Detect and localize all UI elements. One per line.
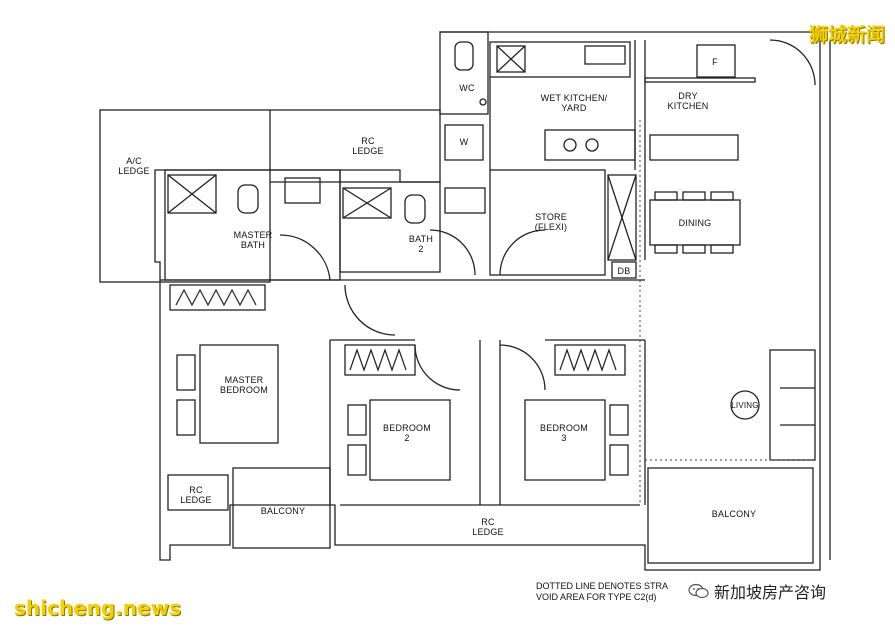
bedroom3-label: BEDROOM 3 bbox=[540, 423, 588, 443]
rc-ledge-top-label: RC LEDGE bbox=[352, 136, 384, 156]
rc-ledge-left bbox=[167, 474, 229, 511]
bedroom3-wardrobe bbox=[554, 344, 626, 376]
balcony-right-label: BALCONY bbox=[711, 509, 757, 519]
hob bbox=[544, 129, 636, 161]
dining-label: DINING bbox=[678, 218, 712, 228]
bedroom2-bed bbox=[369, 399, 451, 481]
living-label: LIVING bbox=[731, 401, 759, 410]
rc-ledge-bottom-label: RC LEDGE bbox=[472, 517, 504, 537]
wc-toilet bbox=[454, 41, 474, 71]
balcony-left bbox=[232, 467, 331, 549]
fridge-box bbox=[696, 44, 736, 78]
fridge-label: F bbox=[712, 57, 718, 67]
balcony-right bbox=[647, 467, 814, 564]
watermark-bottom: shicheng.news bbox=[14, 596, 181, 620]
db-label: DB bbox=[617, 266, 631, 276]
island-counter bbox=[649, 134, 739, 161]
wechat-badge: 新加坡房产咨询 bbox=[686, 579, 829, 603]
bedroom2-label: BEDROOM 2 bbox=[383, 423, 431, 443]
wechat-label: 新加坡房产咨询 bbox=[714, 583, 827, 602]
master-bed bbox=[199, 344, 279, 444]
wet-kitchen-label: WET KITCHEN/ YARD bbox=[540, 93, 608, 113]
sofa bbox=[769, 349, 816, 461]
bath2-room bbox=[339, 181, 441, 273]
wc-label: WC bbox=[459, 83, 475, 93]
ac-ledge-label: A/C LEDGE bbox=[118, 156, 150, 176]
washer bbox=[444, 124, 484, 161]
watermark-top: 狮城新闻 bbox=[808, 24, 885, 46]
store-label: STORE (FLEXI) bbox=[534, 212, 568, 232]
bedroom3-bed bbox=[524, 399, 606, 481]
outer-wall bbox=[154, 31, 821, 571]
master-bedroom-label: MASTER BEDROOM bbox=[220, 375, 268, 395]
dry-kitchen-label: DRY KITCHEN bbox=[667, 91, 709, 111]
master-bath-label: MASTER BATH bbox=[233, 230, 273, 250]
master-wardrobe bbox=[169, 284, 266, 311]
wet-kitchen-counter bbox=[489, 41, 631, 78]
store-room bbox=[489, 169, 606, 276]
balcony-left-label: BALCONY bbox=[260, 506, 306, 516]
wc-room bbox=[439, 31, 489, 115]
bath2-label: BATH 2 bbox=[408, 234, 434, 254]
wechat-icon bbox=[688, 583, 709, 599]
rc-ledge-left-label: RC LEDGE bbox=[180, 485, 212, 505]
ac-ledge-outline bbox=[99, 109, 271, 283]
master-bath-room bbox=[164, 169, 341, 281]
void-area-note: DOTTED LINE DENOTES STRA VOID AREA FOR T… bbox=[536, 581, 669, 602]
washer-label: W bbox=[459, 137, 469, 147]
dry-kitchen-counter bbox=[644, 77, 756, 83]
living-circle bbox=[730, 390, 760, 420]
bedroom2-wardrobe bbox=[344, 344, 416, 376]
